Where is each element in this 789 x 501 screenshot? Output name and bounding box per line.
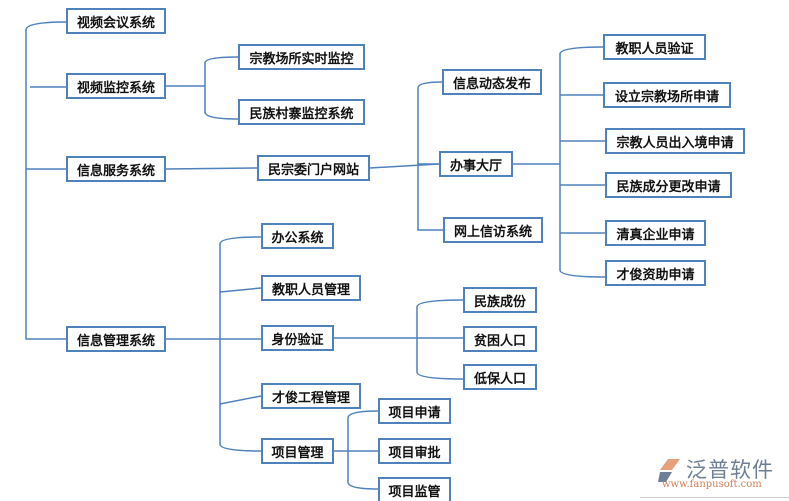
connector-line	[25, 21, 67, 340]
connector-line	[219, 287, 262, 293]
node-box: 办公系统	[261, 223, 334, 249]
node-box: 民族成分更改申请	[605, 172, 732, 198]
node-box: 民族村寨监控系统	[238, 99, 365, 125]
node-box: 身份验证	[261, 325, 334, 351]
node-box: 网上信访系统	[443, 217, 543, 243]
node-box: 项目监管	[378, 477, 451, 501]
node-box: 视频会议系统	[66, 8, 166, 34]
node-box: 教职人员管理	[261, 275, 361, 301]
connector-line	[165, 167, 258, 170]
connector-line	[416, 299, 464, 380]
node-box: 信息动态发布	[442, 69, 542, 95]
node-box: 贫困人口	[463, 326, 537, 352]
connector-line	[417, 81, 443, 231]
node-box: 清真企业申请	[605, 220, 706, 246]
node-box: 项目管理	[261, 438, 334, 464]
node-box: 教职人员验证	[603, 34, 706, 60]
node-box: 才俊工程管理	[261, 383, 361, 409]
connector-line	[219, 395, 262, 405]
connector-line	[219, 236, 262, 452]
node-box: 信息服务系统	[66, 156, 166, 182]
node-box: 项目审批	[378, 438, 451, 464]
node-box: 才俊资助申请	[605, 260, 706, 286]
node-box: 办事大厅	[439, 151, 513, 177]
node-box: 宗教人员出入境申请	[605, 128, 745, 154]
node-box: 民族成份	[463, 287, 537, 313]
connector-line	[347, 410, 379, 490]
node-box: 宗教场所实时监控	[238, 44, 365, 70]
node-box: 民宗委门户网站	[257, 155, 370, 181]
connector-line	[204, 56, 239, 120]
node-box: 项目申请	[378, 398, 451, 424]
logo-mark-icon	[658, 459, 680, 482]
node-box: 设立宗教场所申请	[603, 82, 731, 108]
logo-name: 泛普软件	[686, 458, 774, 482]
node-box: 视频监控系统	[66, 73, 166, 99]
divider	[640, 497, 789, 498]
logo-url: www.fanpusoft.com	[662, 479, 762, 490]
fanpu-logo: 泛普软件 www.fanpusoft.com	[656, 454, 786, 496]
node-box: 信息管理系统	[66, 326, 166, 352]
connector-line	[559, 46, 606, 278]
node-box: 低保人口	[463, 364, 537, 390]
